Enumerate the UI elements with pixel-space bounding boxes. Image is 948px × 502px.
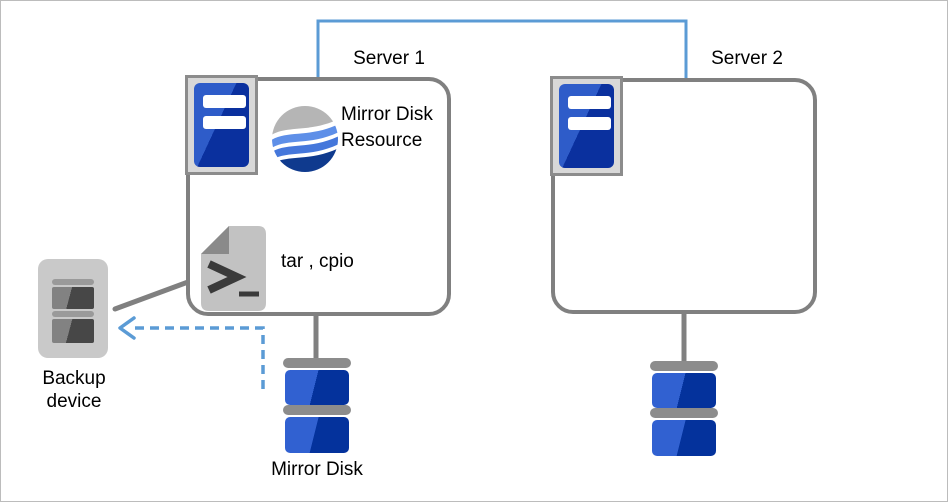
server-icon-bar <box>568 96 611 109</box>
mirror-disk-resource-sphere-icon <box>272 106 338 172</box>
server-icon <box>185 75 258 175</box>
mirror-disk-resource-label: Mirror Disk Resource <box>341 104 433 151</box>
server-icon-body <box>194 83 249 167</box>
disk-platter <box>285 370 349 405</box>
backup-device-slot <box>52 319 94 343</box>
backup-connector-line <box>112 279 191 312</box>
server-icon-bar <box>568 117 611 130</box>
server-icon-bar <box>203 116 246 129</box>
backup-flow-dashed-arrow <box>132 326 265 389</box>
disk-platter <box>652 420 716 456</box>
backup-device-slot <box>52 287 94 309</box>
tar-cpio-label: tar , cpio <box>281 251 354 272</box>
disk-cap <box>650 408 718 418</box>
disk-cap <box>283 358 351 368</box>
backup-flow-arrowhead <box>118 316 136 340</box>
disk-platter <box>652 373 716 408</box>
script-file-icon <box>201 226 266 311</box>
server2-label: Server 2 <box>711 48 783 69</box>
server-icon-body <box>559 84 614 168</box>
mirror-disk-label: Mirror Disk <box>271 459 363 480</box>
server-icon-bar <box>203 95 246 108</box>
backup-device-label: Backup device <box>42 368 106 412</box>
backup-device-slot-bar <box>52 279 94 285</box>
server1-label: Server 1 <box>353 48 425 69</box>
disk-cap <box>283 405 351 415</box>
backup-device-slot-bar <box>52 311 94 317</box>
backup-device-icon <box>38 259 108 358</box>
disk-platter <box>285 417 349 453</box>
mirror-disk-stack-icon <box>283 358 351 453</box>
server-icon <box>550 76 623 176</box>
mirror-disk-stack-icon <box>650 361 718 456</box>
disk-cap <box>650 361 718 371</box>
interconnect-line <box>316 19 688 80</box>
